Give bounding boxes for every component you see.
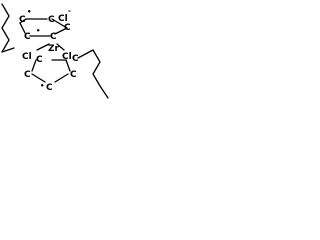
atom-c-lower-top-right: C: [72, 54, 79, 64]
minus-sign-upper: -: [68, 7, 71, 15]
lower-cp-ring: [31, 49, 94, 83]
radical-dot-3: •: [40, 82, 44, 90]
atom-cl-right: Cl: [62, 52, 72, 62]
atom-c-lower-left: C: [24, 70, 31, 80]
atom-c-lower-top-left: C: [36, 55, 43, 65]
atom-c-upper-bottom-left: C: [24, 32, 31, 42]
atom-c-upper-left: C: [19, 15, 26, 25]
atom-c-upper-bottom-right: C: [50, 32, 57, 42]
atom-c-upper-right: C: [64, 23, 71, 33]
butyl-chain-upper-left: [1, 3, 10, 53]
upper-cp-ring: [1, 18, 68, 53]
atom-c-lower-bottom: C: [46, 83, 53, 93]
atom-cl-upper: Cl: [58, 14, 68, 24]
structure-diagram: C • C Cl - C C • C Zr Cl Cl C C C C • C: [0, 0, 112, 104]
atom-zr: Zr: [48, 44, 60, 54]
atom-c-upper-top: C: [48, 15, 55, 25]
zr-cl-bonds: [36, 43, 65, 51]
radical-dot-2: •: [36, 27, 40, 35]
atom-c-lower-right: C: [70, 70, 77, 80]
butyl-chain-lower-right: [92, 49, 109, 99]
atom-cl-left: Cl: [22, 52, 32, 62]
molecule-svg: C • C Cl - C C • C Zr Cl Cl C C C C • C: [1, 3, 109, 99]
radical-dot-1: •: [27, 8, 31, 16]
